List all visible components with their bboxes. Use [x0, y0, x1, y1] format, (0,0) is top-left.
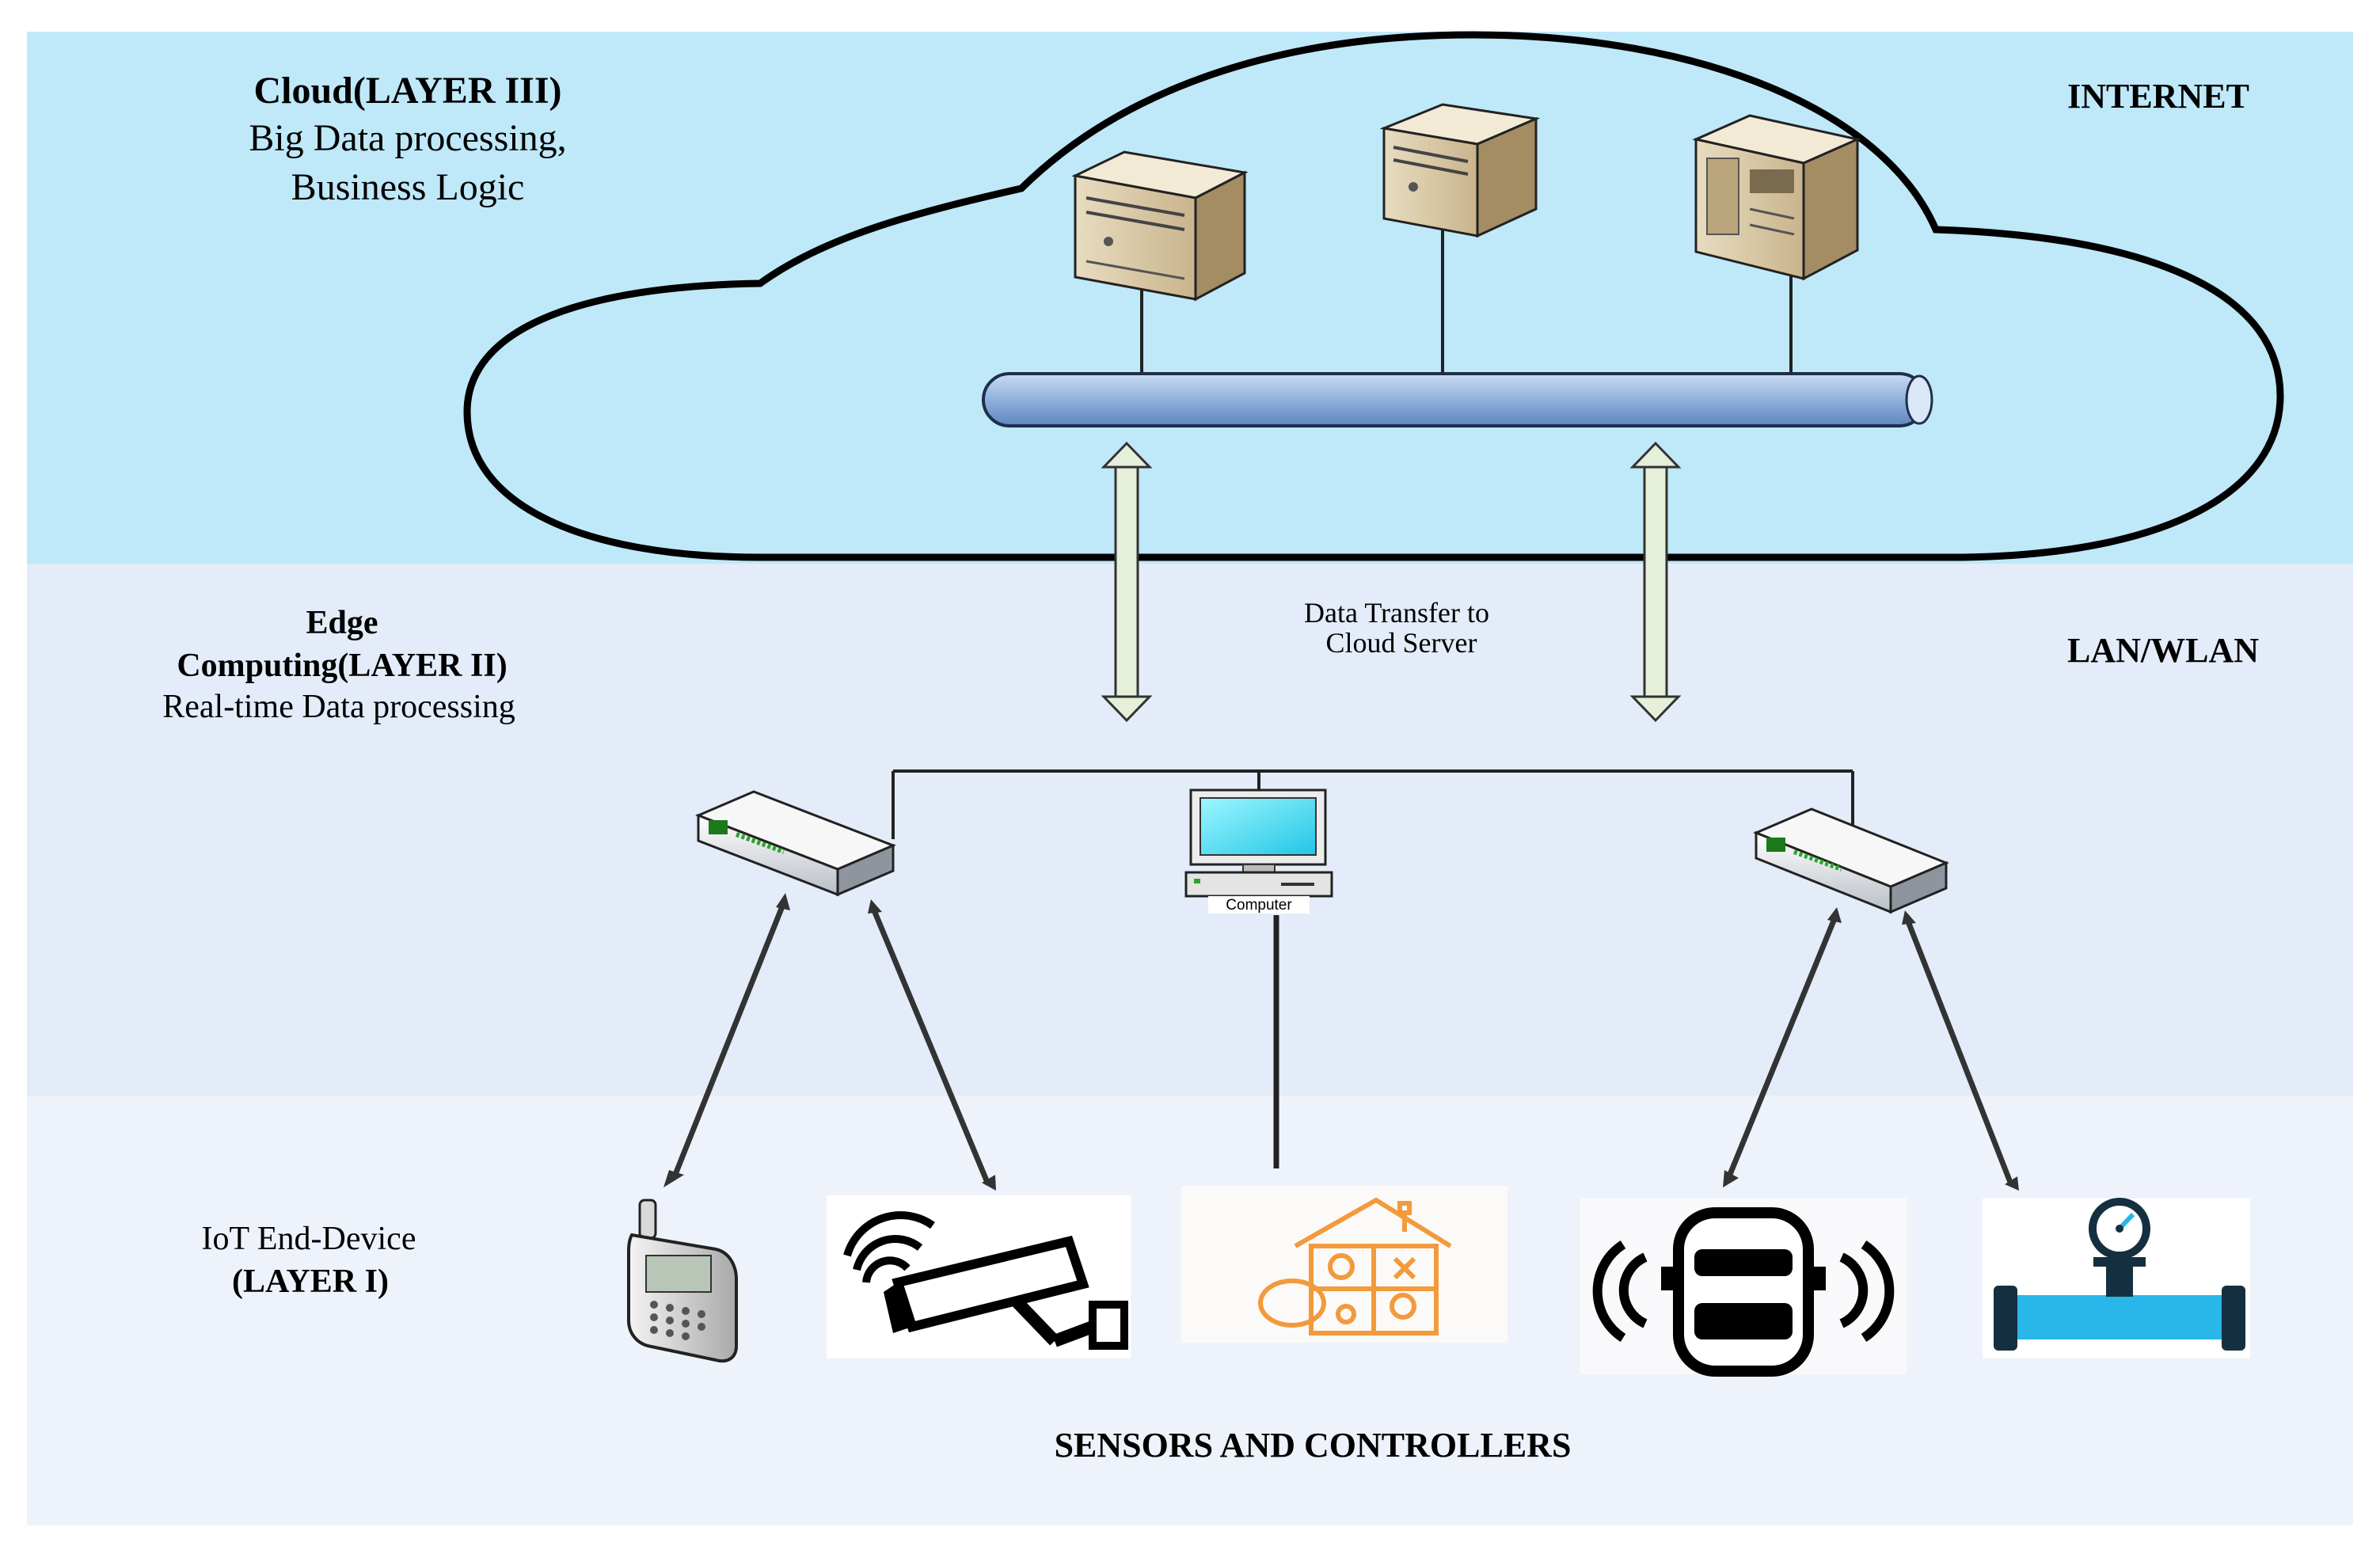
smart-home-icon: [1181, 1186, 1507, 1343]
edge-layer-subtitle: Real-time Data processing: [162, 689, 515, 725]
data-transfer-label-line2: Cloud Server: [1326, 627, 1477, 659]
cloud-layer-title: Cloud(LAYER III): [253, 70, 561, 112]
cloud-layer-line1: Big Data processing,: [249, 117, 566, 159]
lan-connection-lines: [892, 769, 1854, 839]
edge-layer-title1: Edge: [306, 605, 378, 641]
lan-wlan-label: LAN/WLAN: [2067, 631, 2259, 670]
computer-label: Computer: [1226, 897, 1292, 914]
edge-layer-title2: Computing(LAYER II): [177, 648, 507, 684]
pressure-gauge-icon: [1983, 1198, 2250, 1358]
iot-layer-title2: (LAYER I): [232, 1263, 389, 1300]
internet-label: INTERNET: [2067, 77, 2249, 116]
link-arrowheads: [663, 893, 2019, 1191]
data-transfer-arrow: [1629, 441, 1682, 723]
cctv-camera-icon: [827, 1195, 1131, 1358]
device-link-lines: [671, 901, 2014, 1186]
computer-icon: [1184, 788, 1333, 914]
router-icon: [695, 790, 896, 897]
data-transfer-arrow: [1101, 441, 1153, 723]
server-icon: [1692, 114, 1861, 281]
server-icon: [1071, 150, 1249, 302]
sensors-controllers-label: SENSORS AND CONTROLLERS: [1055, 1426, 1572, 1465]
router-icon: [1753, 807, 1949, 914]
connected-car-icon: [1580, 1199, 1907, 1377]
data-transfer-label-line1: Data Transfer to: [1304, 597, 1489, 629]
iot-layer-title1: IoT End-Device: [202, 1221, 416, 1257]
cloud-shape: [463, 31, 2284, 561]
server-icon: [1379, 103, 1541, 238]
cloud-layer-line2: Business Logic: [291, 166, 525, 208]
network-backbone-bus: [982, 372, 1933, 427]
mobile-phone-icon: [627, 1199, 738, 1363]
